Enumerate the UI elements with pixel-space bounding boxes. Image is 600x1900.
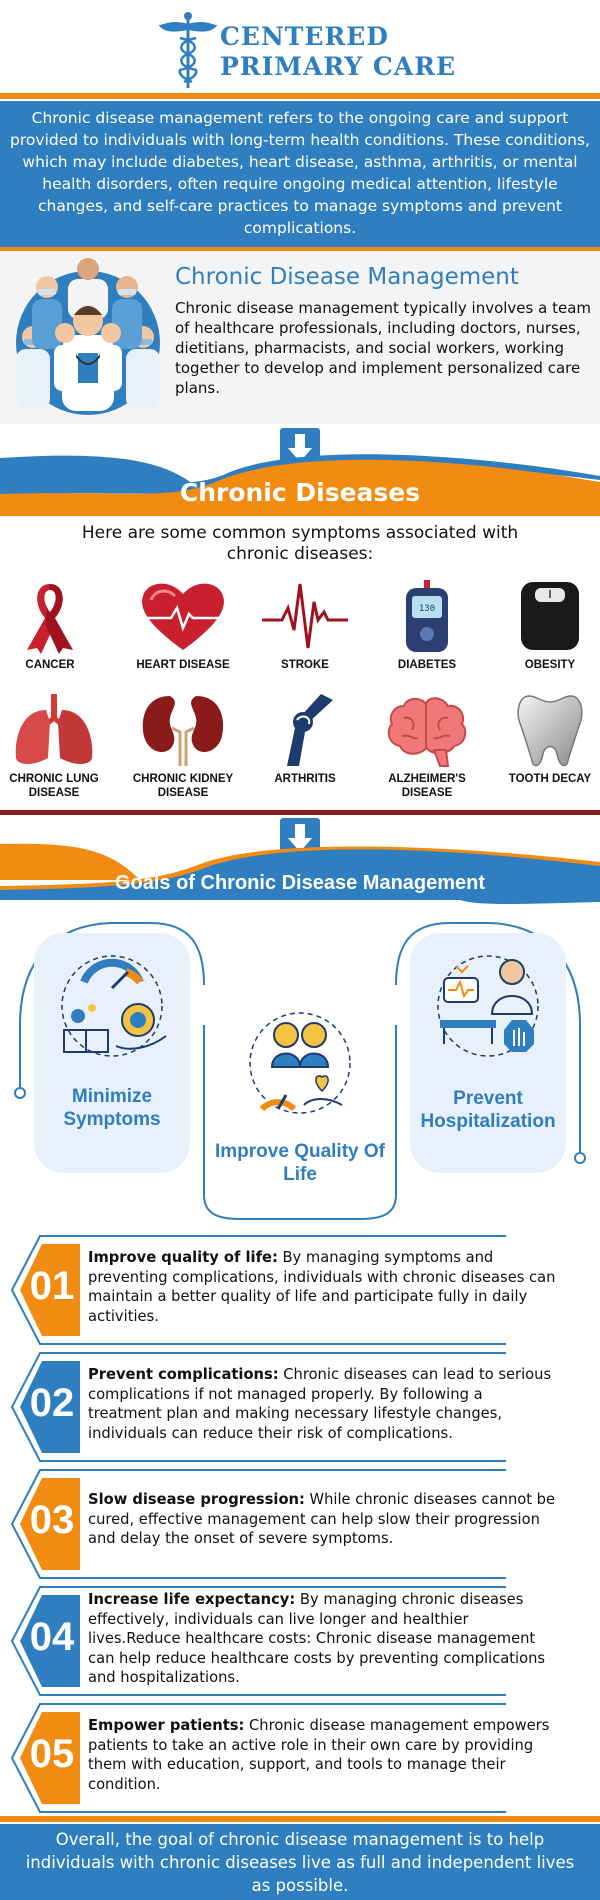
- goals-title: Goals of Chronic Disease Management: [114, 872, 486, 894]
- disease-label: CANCER: [25, 659, 75, 671]
- chronic-diseases-title: Chronic Diseases: [179, 478, 421, 507]
- list-item-frame: [10, 1469, 506, 1579]
- goal-label-minimize: Minimize Symptoms: [63, 1086, 161, 1130]
- list-heading: Empower patients:: [88, 1717, 245, 1734]
- lungs-icon: [15, 694, 93, 764]
- white-divider: [0, 99, 600, 101]
- list-text: Improve quality of life: By managing sym…: [88, 1248, 558, 1326]
- healthcare-team-illustration: [16, 258, 160, 415]
- disease-label: DIABETES: [397, 659, 457, 671]
- down-arrow-icon: [288, 434, 312, 462]
- disease-label: CHRONIC KIDNEY DISEASE: [132, 773, 234, 799]
- ribbon-icon: [27, 584, 73, 654]
- list-item-frame: [10, 1586, 506, 1696]
- management-text: Chronic disease management typically inv…: [175, 299, 591, 397]
- scale-icon: [521, 582, 579, 650]
- tooth-icon: [517, 695, 583, 767]
- list-text: Increase life expectancy: By managing ch…: [88, 1590, 558, 1688]
- disease-alzheimers: ALZHEIMER'S DISEASE: [367, 692, 487, 800]
- list-body: By managing chronic diseases effectively…: [88, 1591, 546, 1686]
- goals-connector-lines: [14, 922, 586, 1220]
- footer-text: Overall, the goal of chronic disease man…: [25, 1830, 575, 1895]
- glucose-meter-icon: 130: [406, 580, 448, 652]
- list-body: By managing symptoms and preventing comp…: [88, 1249, 556, 1325]
- goal-card-hospitalization: [410, 933, 566, 1173]
- list-heading: Improve quality of life:: [88, 1249, 278, 1266]
- intro-panel: Chronic disease management refers to the…: [0, 101, 600, 247]
- intro-text: Chronic disease management refers to the…: [10, 109, 590, 237]
- brand-name: CENTERED PRIMARY CARE: [220, 22, 456, 82]
- dark-red-divider: [0, 810, 600, 815]
- list-body: Chronic disease management empowers pati…: [88, 1717, 550, 1793]
- list-body: While chronic diseases cannot be cured, …: [88, 1491, 556, 1547]
- list-item: 05 Empower patients: Chronic disease man…: [0, 1702, 600, 1814]
- knee-icon: [287, 694, 333, 766]
- disease-lung: CHRONIC LUNG DISEASE: [0, 692, 114, 800]
- orange-divider: [0, 247, 600, 251]
- disease-label: OBESITY: [524, 659, 576, 671]
- list-item: 04 Increase life expectancy: By managing…: [0, 1585, 600, 1697]
- goal-label-quality: Improve Quality Of Life: [215, 1141, 385, 1185]
- list-number: 02: [29, 1381, 75, 1425]
- disease-label: ALZHEIMER'S DISEASE: [388, 773, 466, 799]
- disease-tooth: TOOTH DECAY: [490, 692, 600, 786]
- disease-obesity: OBESITY: [490, 578, 600, 672]
- list-item-frame: [10, 1703, 506, 1813]
- disease-label: TOOTH DECAY: [508, 773, 592, 785]
- footer-panel: Overall, the goal of chronic disease man…: [0, 1824, 600, 1900]
- list-number: 05: [29, 1732, 75, 1776]
- disease-heart: HEART DISEASE: [123, 578, 243, 672]
- disease-label: ARTHRITIS: [274, 773, 336, 785]
- orange-divider: [0, 93, 600, 99]
- header: [0, 0, 600, 95]
- disease-label: CHRONIC LUNG DISEASE: [9, 773, 99, 799]
- list-body: Chronic diseases can lead to serious com…: [88, 1366, 552, 1442]
- goals-banner: [0, 843, 600, 904]
- list-number: 01: [29, 1264, 75, 1308]
- list-heading: Slow disease progression:: [88, 1491, 305, 1508]
- list-text: Prevent complications: Chronic diseases …: [88, 1365, 558, 1443]
- chronic-diseases-subtitle: Here are some common symptoms associated…: [81, 523, 519, 564]
- chronic-diseases-banner: [0, 454, 600, 516]
- goal-card-minimize: [34, 933, 190, 1173]
- disease-diabetes: 130 DIABETES: [367, 578, 487, 672]
- caduceus-icon: [158, 12, 218, 88]
- pulse-icon: [262, 583, 348, 649]
- disease-stroke: STROKE: [245, 578, 365, 672]
- svg-text:130: 130: [419, 604, 435, 614]
- list-number: 03: [29, 1498, 75, 1542]
- symptoms-gauge-icon: [61, 955, 167, 1057]
- management-title: Chronic Disease Management: [175, 264, 519, 290]
- list-heading: Increase life expectancy:: [88, 1591, 296, 1608]
- list-item: 02 Prevent complications: Chronic diseas…: [0, 1351, 600, 1463]
- brand-line-2: PRIMARY CARE: [220, 52, 457, 81]
- orange-divider: [0, 1816, 600, 1822]
- hospital-doctor-icon: [437, 955, 539, 1057]
- goal-label-hospitalization: Prevent Hospitalization: [420, 1088, 556, 1132]
- list-item: 01 Improve quality of life: By managing …: [0, 1234, 600, 1346]
- list-item-frame: [10, 1235, 506, 1345]
- disease-cancer: CANCER: [0, 578, 110, 672]
- list-heading: Prevent complications:: [88, 1366, 279, 1383]
- kidneys-icon: [142, 696, 224, 766]
- disease-kidney: CHRONIC KIDNEY DISEASE: [123, 692, 243, 800]
- brain-icon: [387, 697, 467, 767]
- list-text: Slow disease progression: While chronic …: [88, 1490, 558, 1549]
- heart-icon: [142, 583, 224, 650]
- list-item-frame: [10, 1352, 506, 1462]
- brand-line-1: CENTERED: [220, 22, 389, 51]
- list-number: 04: [29, 1615, 75, 1659]
- disease-arthritis: ARTHRITIS: [245, 692, 365, 786]
- disease-label: HEART DISEASE: [136, 659, 230, 671]
- disease-label: STROKE: [281, 659, 329, 671]
- list-item: 03 Slow disease progression: While chron…: [0, 1468, 600, 1580]
- family-quality-icon: [249, 1012, 351, 1114]
- list-text: Empower patients: Chronic disease manage…: [88, 1716, 558, 1794]
- down-arrow-icon: [288, 824, 312, 852]
